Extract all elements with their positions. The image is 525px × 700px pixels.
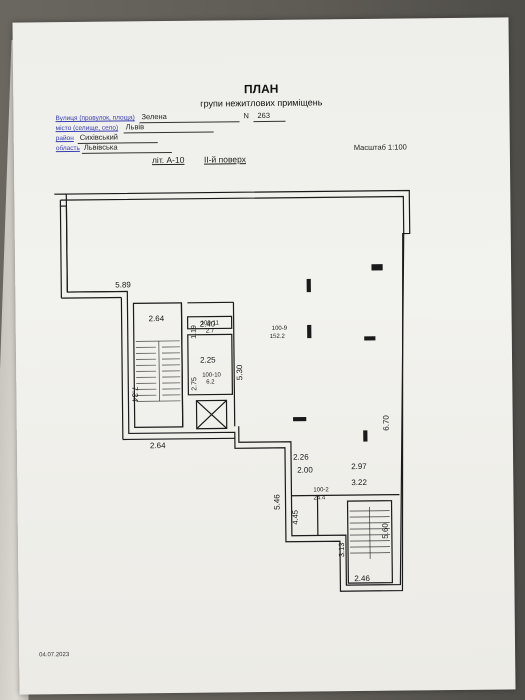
dim-7-34: 7.34 xyxy=(130,386,139,402)
dim-5-30: 5.30 xyxy=(235,364,244,380)
document-page: ПЛАН групи нежитлових приміщень Вулиця (… xyxy=(12,17,516,695)
document-date: 04.07.2023 xyxy=(39,652,70,659)
dim-2-75: 2.75 xyxy=(191,377,198,391)
dim-5-89: 5.89 xyxy=(115,280,131,289)
dim-5-46: 5.46 xyxy=(272,494,281,510)
dim-2-64-bottom: 2.64 xyxy=(150,441,166,450)
room-100-11-area: 2.7 xyxy=(206,329,215,335)
dim-4-45: 4.45 xyxy=(291,510,300,525)
dim-2-97: 2.97 xyxy=(351,462,367,471)
room-100-2-id: 100-2 xyxy=(313,487,329,493)
dim-2-26: 2.26 xyxy=(293,453,309,462)
dimension-labels: 5.89 2.64 2.40 1.19 2.25 7.34 2.75 5.30 … xyxy=(115,280,391,583)
dim-3-22: 3.22 xyxy=(351,478,367,487)
dim-1-19: 1.19 xyxy=(191,325,198,339)
floor-plan: 5.89 2.64 2.40 1.19 2.25 7.34 2.75 5.30 … xyxy=(54,189,411,592)
dim-2-40: 2.40 xyxy=(200,320,216,329)
room-100-10-id: 100-10 xyxy=(202,372,221,378)
plan-walls xyxy=(54,189,411,592)
room-100-9-id: 100-9 xyxy=(272,326,288,332)
room-100-10-area: 6.2 xyxy=(206,380,215,386)
stair-treads-left xyxy=(135,340,181,402)
dim-3-13: 3.13 xyxy=(337,543,346,558)
room-labels: 100-11 2.7 100-10 6.2 100-9 152.2 100-2 … xyxy=(201,320,330,501)
dim-2-64-top: 2.64 xyxy=(149,314,165,323)
stair-treads-right xyxy=(349,506,391,559)
room-100-11-id: 100-11 xyxy=(201,320,220,326)
room-100-9-area: 152.2 xyxy=(270,334,286,340)
dim-5-60: 5.60 xyxy=(381,523,390,539)
dim-2-00: 2.00 xyxy=(297,465,313,474)
dim-2-46: 2.46 xyxy=(354,574,370,583)
dim-2-25: 2.25 xyxy=(200,356,216,365)
dim-6-70: 6.70 xyxy=(382,415,391,431)
room-100-2-area: 24.4 xyxy=(313,495,325,501)
